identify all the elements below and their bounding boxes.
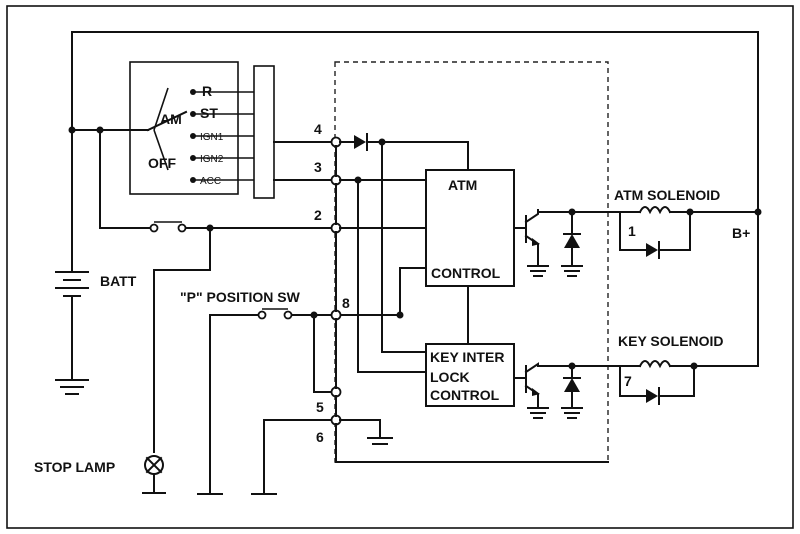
atm-control-box [425, 169, 515, 287]
ecu-boundary [334, 61, 609, 463]
pin-4-label: 4 [314, 121, 322, 137]
key-interlock-supply-wire [381, 141, 427, 353]
stop-lamp-wire [153, 227, 211, 453]
am-label: AM [160, 111, 182, 127]
internal-ground-return [335, 423, 609, 463]
b-plus-label: B+ [732, 225, 750, 241]
key-box-line3: CONTROL [430, 387, 500, 403]
pin-5-label: 5 [316, 399, 324, 415]
stop-lamp-label: STOP LAMP [34, 459, 115, 475]
atm-driver-transistor [513, 209, 549, 277]
switch-position-st: ST [190, 105, 254, 121]
atm-supply-wire [381, 141, 469, 171]
pin-6-label: 6 [316, 429, 324, 445]
pin-1-label: 1 [628, 223, 636, 239]
top-bus-wire [71, 31, 759, 229]
svg-text:ST: ST [200, 105, 218, 121]
switch-position-ign1: IGN1 [190, 132, 254, 143]
ground-symbol [197, 314, 223, 495]
brake-switch-feed-wire [99, 129, 151, 229]
ground-symbol [339, 419, 393, 445]
atm-solenoid-coil [619, 206, 759, 259]
svg-text:IGN1: IGN1 [200, 132, 224, 143]
atm-box-title: ATM [448, 177, 477, 193]
battery-symbol [55, 271, 89, 395]
junction-dot [690, 362, 698, 370]
brake-switch-contact [149, 221, 187, 233]
key-solenoid-coil [619, 227, 759, 405]
wire-to-pin-5 [313, 314, 333, 393]
key-box-line2: LOCK [430, 369, 470, 385]
p-position-switch-contact [257, 308, 293, 320]
atm-solenoid-label: ATM SOLENOID [614, 187, 720, 203]
switch-arc-line [153, 129, 169, 171]
svg-text:IGN2: IGN2 [200, 154, 224, 165]
switch-arc-line [153, 87, 169, 131]
key-box-line1: KEY INTER [430, 349, 504, 365]
ignition-switch-connector [253, 65, 275, 199]
key-flyback-diode [561, 365, 583, 419]
key-driver-transistor [513, 362, 549, 419]
switch-position-acc: ACC [190, 176, 254, 187]
pin-8-label: 8 [342, 295, 350, 311]
ground-symbol [251, 419, 277, 495]
key-interlock-box [425, 343, 515, 407]
ignition-switch-box [129, 61, 239, 195]
pin-8-to-atm-control-wire [399, 267, 427, 316]
svg-text:R: R [202, 83, 212, 99]
off-label: OFF [148, 155, 176, 171]
pin-4-diode [339, 133, 383, 151]
key-solenoid-label: KEY SOLENOID [618, 333, 724, 349]
junction-dot [754, 208, 762, 216]
atm-box-control: CONTROL [431, 265, 501, 281]
svg-text:ACC: ACC [200, 176, 221, 187]
junction-dot [686, 208, 694, 216]
pin-3-label: 3 [314, 159, 322, 175]
p-position-switch-label: "P" POSITION SW [180, 289, 301, 305]
stop-lamp-symbol [142, 455, 166, 494]
pin-3-to-key-interlock-wire [357, 179, 427, 373]
pin-7-label: 7 [624, 373, 632, 389]
switch-position-ign2: IGN2 [190, 154, 254, 165]
pin-2-label: 2 [314, 207, 322, 223]
switch-position-r: R [190, 83, 254, 99]
batt-label: BATT [100, 273, 137, 289]
outer-frame [6, 5, 794, 529]
atm-flyback-diode [561, 211, 583, 277]
